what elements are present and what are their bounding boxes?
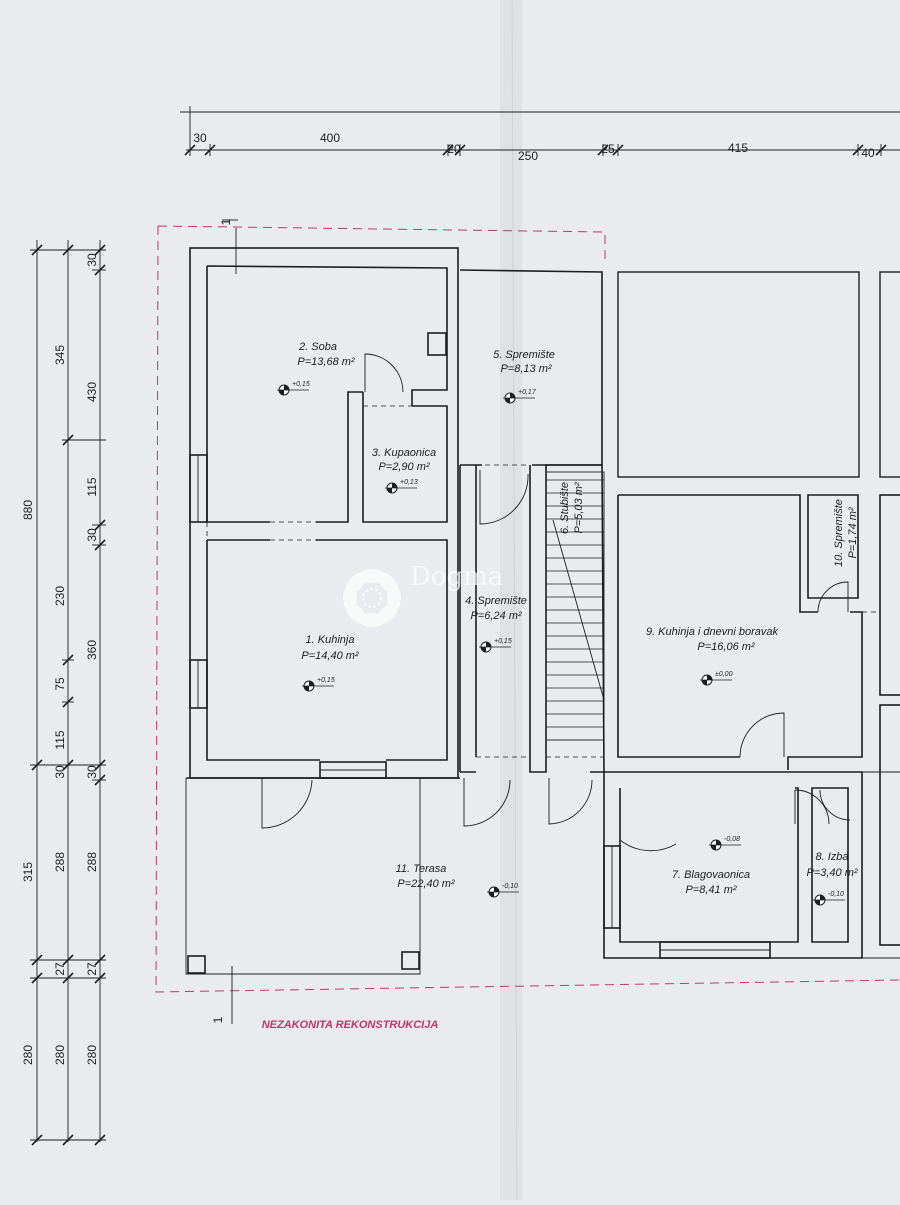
level-marker-icon [487,886,519,898]
room-name-stubiste: 6. Stubište [559,482,571,534]
room-level-terasa: -0,10 [502,883,518,890]
room-level-kuhinja: +0,15 [317,677,335,684]
room-name-spremiste-10: 10. Spremište [833,499,845,567]
room-level-kupaonica: +0,13 [400,479,418,486]
dogma-watermark: Dogma [343,562,503,627]
room-area-kupaonica: P=2,90 m² [378,461,429,473]
dim-left-inner-1: 30 [85,253,99,267]
room-area-stubiste: P=5,03 m² [573,482,585,533]
dim-left-middle-6: 288 [53,852,67,872]
dim-left-inner-6: 30 [85,765,99,779]
section-mark-top: 1 [219,218,233,225]
watermark-logo-icon [343,569,401,627]
dim-top-3: 20 [447,142,461,156]
watermark-text: Dogma [410,562,503,592]
level-marker-icon [813,894,845,906]
room-area-terasa: P=22,40 m² [397,878,455,890]
room-labels: 2. Soba P=13,68 m² +0,15 3. Kupaonica P=… [277,341,859,906]
room-area-kuhinja: P=14,40 m² [301,650,359,662]
page-fold-shadow [500,0,522,1200]
dim-top-4: 250 [518,149,538,163]
room-name-soba: 2. Soba [298,341,337,353]
dim-left-inner-4: 30 [85,528,99,542]
room-area-spremiste-4: P=6,24 m² [470,610,521,622]
room-name-blagovaonica: 7. Blagovaonica [672,869,750,881]
level-marker-icon [503,392,535,404]
room-level-blagovaonica: -0,08 [724,836,740,843]
room-name-spremiste-5: 5. Spremište [493,349,555,361]
dim-left-middle-4: 115 [53,730,67,749]
dim-top-6: 415 [728,141,748,155]
dim-left-inner-8: 27 [85,962,99,976]
room-name-kuhinja-dnevni-boravak: 9. Kuhinja i dnevni boravak [646,626,779,638]
dim-left-inner-9: 280 [85,1045,99,1065]
top-dimension-chain: 30 400 20 250 25 415 40 [180,106,900,163]
walls [185,247,900,975]
room-name-terasa: 11. Terasa [396,863,447,875]
dim-left-outer-1: 880 [21,500,35,520]
stair-walking-line [552,519,605,701]
room-area-izba: P=3,40 m² [806,867,857,879]
dim-left-middle-5: 30 [53,765,67,779]
level-marker-icon [302,680,334,692]
dim-top-5: 25 [601,142,615,156]
illegal-reconstruction-note: NEZAKONITA REKONSTRUKCIJA [262,1019,439,1031]
dim-left-middle-2: 230 [53,586,67,606]
dim-left-inner-5: 360 [85,640,99,660]
illegal-reconstruction-boundary: 1 1 NEZAKONITA REKONSTRUKCIJA [155,218,900,1031]
level-marker-icon [277,384,309,396]
room-name-spremiste-4: 4. Spremište [465,595,527,607]
dim-left-middle-3: 75 [53,677,67,691]
room-level-spremiste-4: +0,15 [494,638,512,645]
section-mark-bottom: 1 [211,1016,225,1023]
room-area-blagovaonica: P=8,41 m² [685,884,736,896]
level-marker-icon [385,482,417,494]
dim-top-7: 40 [861,146,875,160]
room-area-spremiste-10: P=1,74 m² [847,507,859,558]
dim-left-inner-2: 430 [85,382,99,402]
level-marker-icon [479,641,511,653]
dim-left-middle-7: 27 [53,962,67,976]
room-level-soba: +0,15 [292,381,310,388]
dim-left-middle-1: 345 [53,345,67,365]
room-area-spremiste-5: P=8,13 m² [500,363,551,375]
left-dimension-chains: 880 315 280 345 230 75 115 30 288 27 280… [21,240,106,1146]
level-marker-icon [700,674,732,686]
staircase [546,479,605,728]
level-marker-icon [709,839,741,851]
opening-lines [206,405,880,773]
dim-top-1: 30 [193,131,207,145]
dim-left-inner-7: 288 [85,852,99,872]
room-name-kuhinja: 1. Kuhinja [306,634,355,646]
dim-left-middle-8: 280 [53,1045,67,1065]
room-level-kuhinja-dnevni-boravak: ±0,00 [715,671,733,678]
room-name-kupaonica: 3. Kupaonica [372,447,436,459]
room-area-kuhinja-dnevni-boravak: P=16,06 m² [697,641,755,653]
room-level-spremiste-5: +0,17 [518,389,537,396]
room-name-izba: 8. Izba [815,851,848,863]
page-fold-line [511,0,518,1201]
dim-left-inner-3: 115 [85,477,99,496]
room-area-soba: P=13,68 m² [297,356,355,368]
room-level-izba: -0,10 [828,891,844,898]
dim-left-outer-2: 315 [21,862,35,882]
dim-left-outer-3: 280 [21,1045,35,1065]
dim-top-2: 400 [320,131,340,145]
doors [261,353,851,852]
